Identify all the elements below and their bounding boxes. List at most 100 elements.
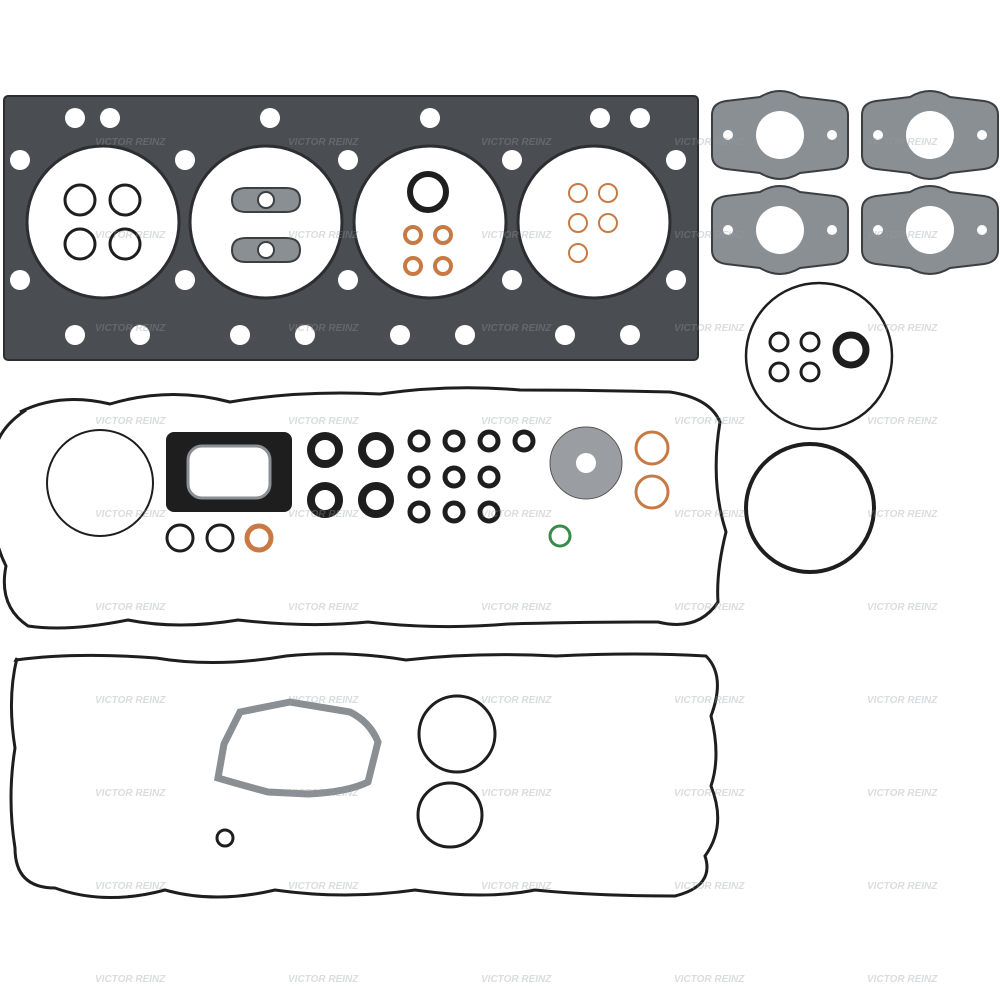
seal-ring — [442, 465, 466, 489]
watermark-text: VICTOR REINZ — [481, 788, 552, 799]
seal-ring — [358, 432, 394, 468]
seal-ring — [407, 465, 431, 489]
seal-ring — [442, 500, 466, 524]
bolt-hole — [175, 150, 195, 170]
watermark-text: VICTOR REINZ — [674, 509, 745, 520]
bolt-hole — [502, 270, 522, 290]
copper-washers — [403, 183, 670, 510]
seal-ring — [307, 432, 343, 468]
turbo-outlet-gasket — [214, 698, 382, 798]
large-o-rings — [215, 694, 497, 849]
watermark-text: VICTOR REINZ — [95, 974, 166, 985]
watermark-text: VICTOR REINZ — [288, 416, 359, 427]
seal-ring — [477, 500, 501, 524]
paper-gasket — [549, 426, 623, 500]
watermark-text: VICTOR REINZ — [481, 695, 552, 706]
small-o-rings — [63, 183, 142, 261]
watermark-text: VICTOR REINZ — [288, 323, 359, 334]
watermark-text: VICTOR REINZ — [867, 974, 938, 985]
bolt-hole — [230, 325, 250, 345]
watermark-text: VICTOR REINZ — [867, 881, 938, 892]
bolt-hole — [295, 325, 315, 345]
watermark-text: VICTOR REINZ — [867, 230, 938, 241]
bolt-hole — [455, 325, 475, 345]
seal-ring — [358, 482, 394, 518]
exhaust-gasket — [711, 185, 849, 275]
bolt-hole — [420, 108, 440, 128]
watermark-text: VICTOR REINZ — [674, 881, 745, 892]
exhaust-manifold-gaskets — [711, 90, 999, 275]
watermark-text: VICTOR REINZ — [95, 416, 166, 427]
watermark-text: VICTOR REINZ — [674, 323, 745, 334]
bolt-hole — [130, 325, 150, 345]
turbo-flange-gasket — [166, 432, 292, 512]
bolt-hole — [10, 270, 30, 290]
valve-cover-gasket-lower — [9, 652, 720, 900]
exhaust-gasket — [711, 90, 849, 180]
seal-ring — [307, 482, 343, 518]
watermark-text: VICTOR REINZ — [288, 881, 359, 892]
watermark-text: VICTOR REINZ — [288, 230, 359, 241]
bolt-hole — [390, 325, 410, 345]
watermark-text: VICTOR REINZ — [481, 416, 552, 427]
watermark-text: VICTOR REINZ — [674, 137, 745, 148]
watermark-text: VICTOR REINZ — [481, 881, 552, 892]
exhaust-gasket — [861, 185, 999, 275]
bolt-hole — [100, 108, 120, 128]
bolt-hole — [555, 325, 575, 345]
watermark-text: VICTOR REINZ — [674, 230, 745, 241]
watermark-text: VICTOR REINZ — [95, 509, 166, 520]
cylinder-head-gasket — [3, 95, 699, 361]
watermark-text: VICTOR REINZ — [95, 788, 166, 799]
watermark-text: VICTOR REINZ — [95, 137, 166, 148]
valve-stem-seals — [307, 429, 536, 524]
watermark-text: VICTOR REINZ — [674, 695, 745, 706]
o-ring-group — [744, 281, 894, 574]
watermark-text: VICTOR REINZ — [674, 788, 745, 799]
exhaust-gasket — [861, 90, 999, 180]
watermark-text: VICTOR REINZ — [481, 602, 552, 613]
seal-ring — [477, 429, 501, 453]
watermark-text: VICTOR REINZ — [288, 974, 359, 985]
seal-ring — [477, 465, 501, 489]
watermark-text: VICTOR REINZ — [674, 974, 745, 985]
bolt-hole — [630, 108, 650, 128]
watermark-text: VICTOR REINZ — [288, 137, 359, 148]
bolt-hole — [666, 150, 686, 170]
watermark-text: VICTOR REINZ — [867, 323, 938, 334]
watermark-text: VICTOR REINZ — [867, 416, 938, 427]
watermark-text: VICTOR REINZ — [867, 695, 938, 706]
watermark-text: VICTOR REINZ — [288, 602, 359, 613]
watermark-text: VICTOR REINZ — [481, 974, 552, 985]
watermark-text: VICTOR REINZ — [95, 881, 166, 892]
watermark-text: VICTOR REINZ — [95, 323, 166, 334]
watermark-text: VICTOR REINZ — [867, 509, 938, 520]
watermark-text: VICTOR REINZ — [867, 602, 938, 613]
bolt-hole — [502, 150, 522, 170]
turbo-oil-gaskets — [230, 187, 302, 263]
watermark-text: VICTOR REINZ — [674, 602, 745, 613]
bolt-hole — [65, 108, 85, 128]
watermark-text: VICTOR REINZ — [481, 509, 552, 520]
bolt-hole — [175, 270, 195, 290]
bolt-hole — [65, 325, 85, 345]
watermark-text: VICTOR REINZ — [481, 230, 552, 241]
bolt-hole — [620, 325, 640, 345]
bolt-hole — [10, 150, 30, 170]
shaft-seal — [407, 171, 449, 213]
watermark-text: VICTOR REINZ — [288, 788, 359, 799]
watermark-text: VICTOR REINZ — [95, 695, 166, 706]
bolt-hole — [260, 108, 280, 128]
seal-ring — [512, 429, 536, 453]
watermark-victor-reinz: VICTOR REINZ VICTOR REINZ VICTOR REINZ VICT… — [95, 137, 938, 985]
bolt-hole — [590, 108, 610, 128]
bolt-hole — [338, 150, 358, 170]
seal-ring — [407, 429, 431, 453]
watermark-text: VICTOR REINZ — [481, 323, 552, 334]
watermark-text: VICTOR REINZ — [481, 137, 552, 148]
watermark-text: VICTOR REINZ — [867, 788, 938, 799]
bolt-hole — [338, 270, 358, 290]
watermark-text: VICTOR REINZ — [95, 602, 166, 613]
